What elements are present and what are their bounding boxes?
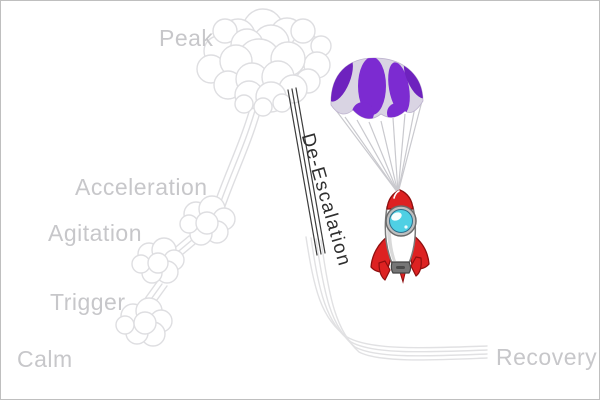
agitation-label: Agitation [48,220,143,246]
trigger-cloud-icon [115,297,173,347]
calm-label: Calm [17,346,73,372]
peak-smoke-cloud-icon [196,8,332,117]
acceleration-label: Acceleration [75,174,208,200]
trigger-label: Trigger [50,289,126,315]
recovery-path [305,236,488,361]
agitation-cloud-icon [131,237,185,284]
recovery-label: Recovery [496,344,598,370]
acceleration-cloud-icon [179,195,236,246]
rocket-icon [370,189,430,284]
peak-label: Peak [159,25,214,51]
parachute-strings [334,100,423,194]
descent-path-dark [287,87,326,256]
